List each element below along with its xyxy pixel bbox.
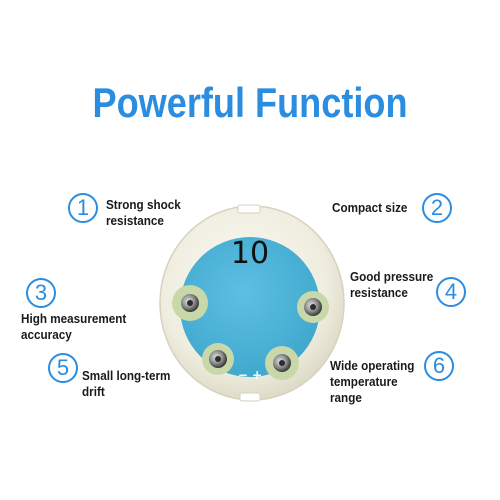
blue-coating-disc: [180, 237, 320, 377]
feature-6-number-badge: 6: [424, 351, 454, 381]
terminal-left: [181, 294, 199, 312]
terminal-bottom-left: [209, 350, 227, 368]
polarity-marks: − +: [238, 368, 262, 382]
feature-5-label: Small long-term drift: [82, 368, 171, 399]
top-notch: [237, 204, 261, 214]
feature-6-label: Wide operating temperature range: [330, 358, 415, 405]
feature-3-label: High measurement accuracy: [21, 311, 127, 342]
ceramic-pressure-sensor-image: 10 − +: [159, 204, 345, 402]
feature-2-number-badge: 2: [422, 193, 452, 223]
headline: Powerful Function: [92, 79, 408, 126]
feature-4-label: Good pressure resistance: [350, 269, 434, 300]
feature-3-number-badge: 3: [26, 278, 56, 308]
feature-2-label: Compact size: [332, 200, 408, 215]
feature-1-label: Strong shock resistance: [106, 197, 181, 228]
feature-4-number-badge: 4: [436, 277, 466, 307]
sensor-label-10: 10: [231, 236, 269, 271]
feature-1-number-badge: 1: [68, 193, 98, 223]
terminal-right: [304, 298, 322, 316]
terminal-bottom-right: [273, 354, 291, 372]
feature-5-number-badge: 5: [48, 353, 78, 383]
bottom-notch: [239, 392, 261, 402]
